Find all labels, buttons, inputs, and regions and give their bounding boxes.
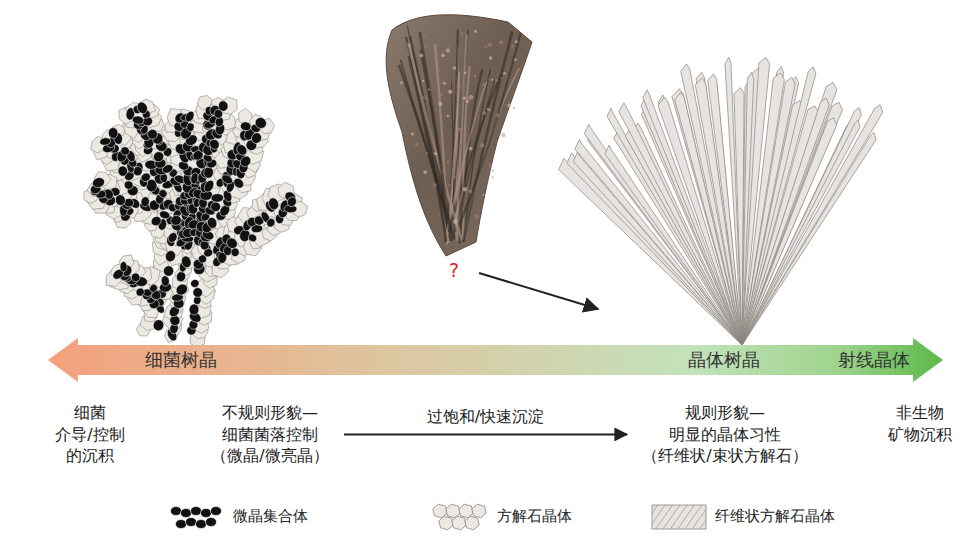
legend-samples <box>171 504 707 530</box>
band-label: 细菌树晶 <box>145 347 217 373</box>
legend-label: 方解石晶体 <box>497 507 572 526</box>
process-box: 规则形貌— 明显的晶体习性 （纤维状/束状方解石） <box>633 398 817 471</box>
box-text: 规则形貌— 明显的晶体习性 （纤维状/束状方解石） <box>641 402 809 467</box>
rock-photo <box>386 15 532 256</box>
bacterial-dendrite <box>84 96 308 348</box>
legend-label: 微晶集合体 <box>233 507 308 526</box>
flow-arrow <box>344 433 627 435</box>
band-label: 射线晶体 <box>838 347 910 373</box>
process-box: 细菌 介导/控制 的沉积 <box>46 398 134 471</box>
process-box: 不规则形貌— 细菌菌落控制 （微晶/微亮晶） <box>202 398 338 471</box>
box-text: 细菌 介导/控制 的沉积 <box>54 402 126 467</box>
gradient-band: 细菌树晶 晶体树晶 射线晶体 <box>48 338 943 382</box>
box-text: 非生物 矿物沉积 <box>887 402 953 445</box>
edge-label: 过饱和/快速沉淀 <box>424 407 547 428</box>
trend-arrow <box>479 273 598 309</box>
crystal-fan <box>559 57 883 345</box>
box-text: 不规则形貌— 细菌菌落控制 （微晶/微亮晶） <box>210 402 330 467</box>
legend-label: 纤维状方解石晶体 <box>715 507 835 526</box>
question-mark: ? <box>449 259 459 281</box>
process-box: 非生物 矿物沉积 <box>879 398 961 449</box>
band-label: 晶体树晶 <box>688 347 760 373</box>
